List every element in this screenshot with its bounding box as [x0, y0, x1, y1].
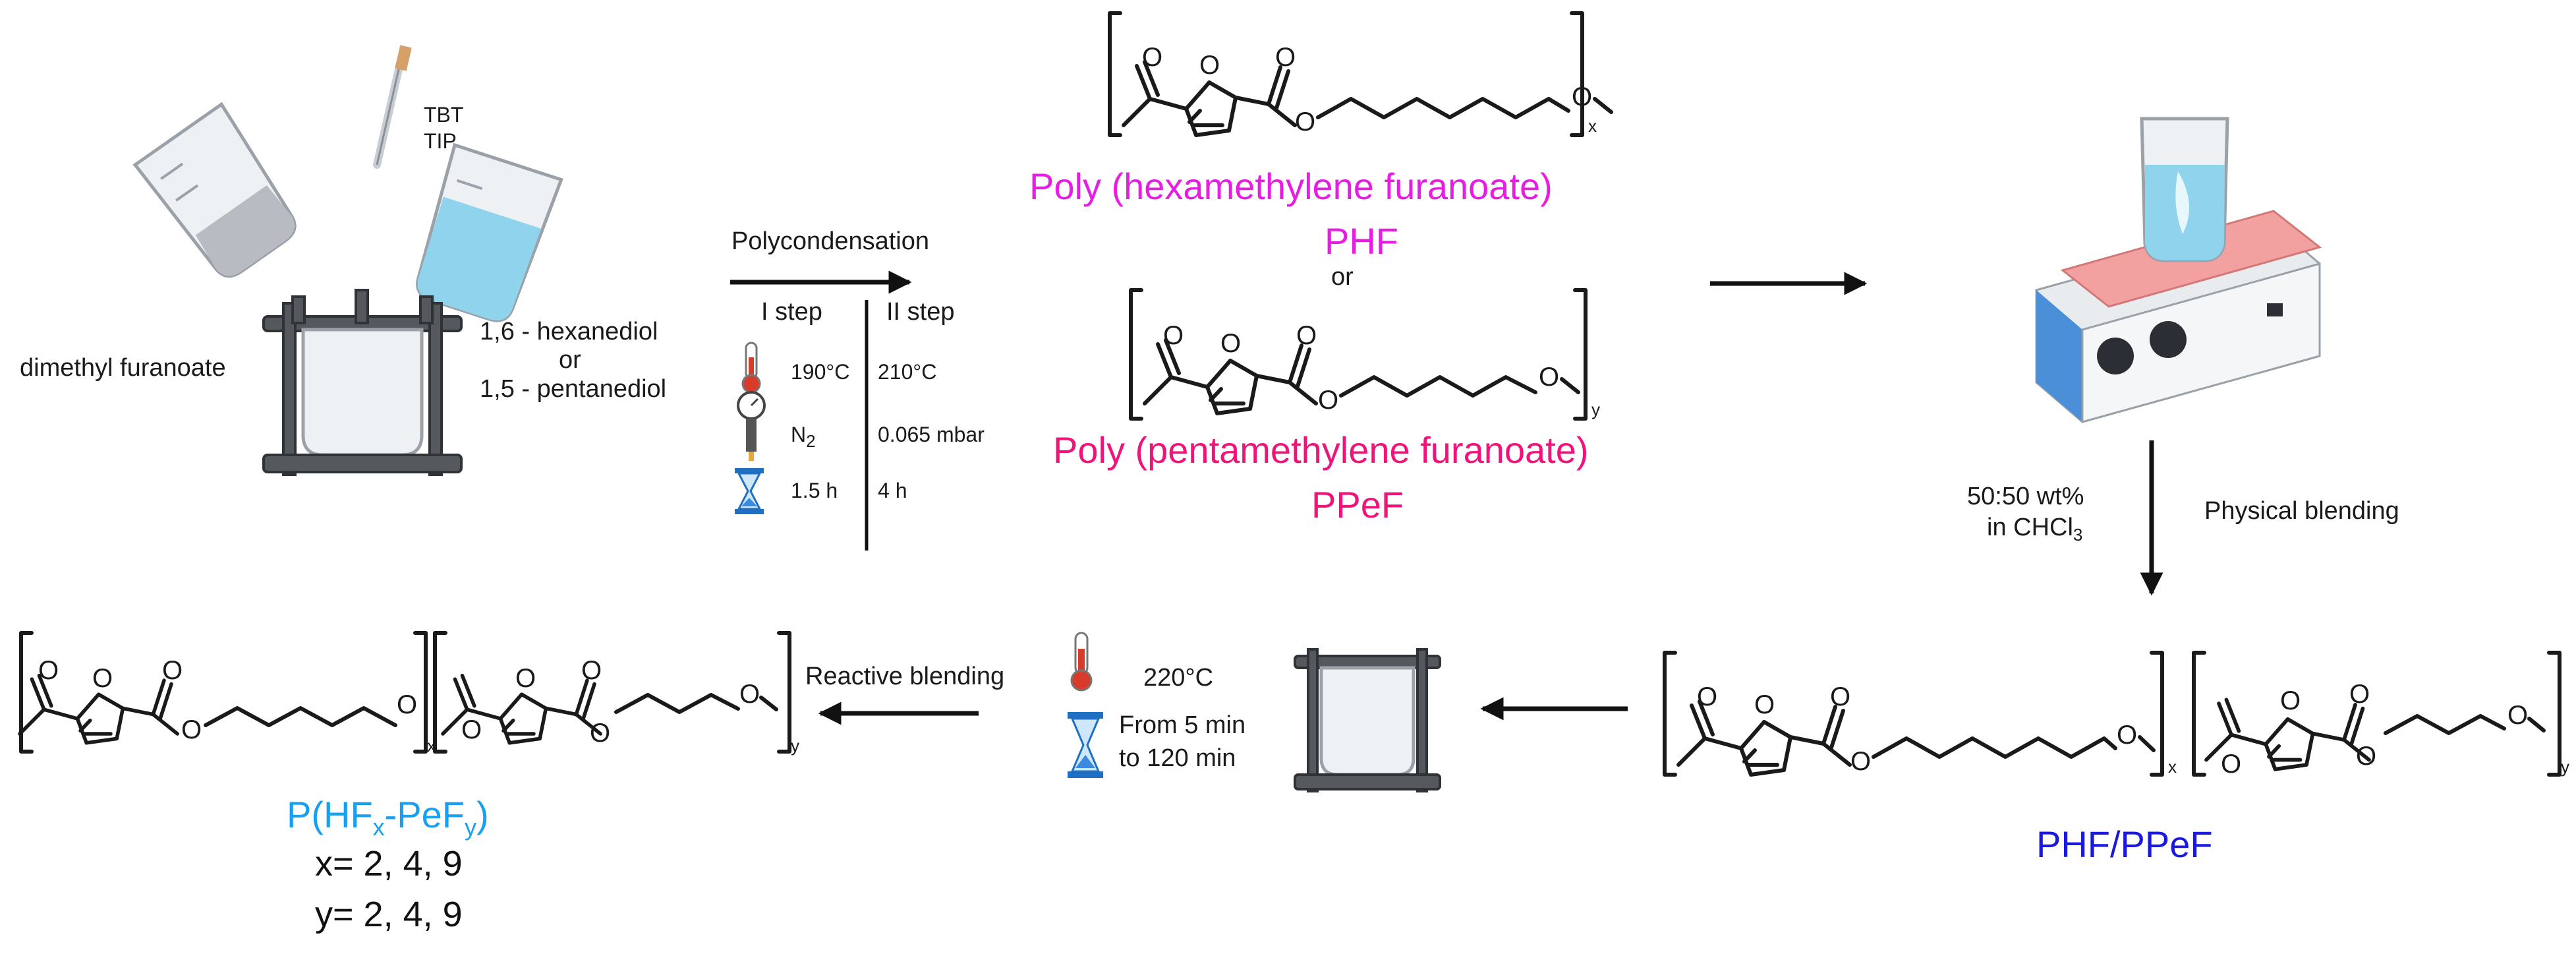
catalyst-tbt: TBT [424, 103, 463, 127]
pour-stream [422, 237, 461, 297]
reactive-time-b: to 120 min [1119, 744, 1236, 772]
svg-text:O: O [1295, 107, 1315, 136]
svg-text:y: y [791, 736, 799, 756]
ppef-name: Poly (pentamethylene furanoate) [1053, 429, 1589, 471]
pressure-gauge-icon [737, 391, 766, 461]
hourglass-icon [735, 468, 764, 514]
phf-structure: O O O O O x [1108, 11, 1613, 137]
copolymer-name: P(HFx-PeFy) [287, 794, 489, 841]
svg-text:O: O [2280, 686, 2301, 715]
beaker-right-icon [416, 142, 563, 322]
copolymer-structure: O O O O O x O O O O O y [20, 631, 799, 756]
blend-phf-structure: O O O O O x [1663, 651, 2177, 777]
thermometer2-icon [1070, 632, 1093, 692]
svg-text:x: x [1588, 116, 1597, 136]
press1-value: N2 [791, 423, 816, 451]
diol-a: 1,6 - hexanediol [480, 318, 658, 345]
blend-ppef-structure: O O O O O y [2192, 651, 2569, 779]
svg-text:O: O [162, 656, 183, 685]
svg-text:O: O [1220, 329, 1241, 358]
reactive-blending-label: Reactive blending [805, 663, 1004, 690]
svg-text:O: O [2356, 742, 2376, 771]
svg-text:O: O [1830, 682, 1850, 711]
svg-text:O: O [2349, 680, 2370, 709]
thermometer-icon [741, 342, 761, 394]
svg-text:O: O [181, 715, 202, 744]
blend-solvent: in CHCl3 [1987, 514, 2082, 545]
ppef-structure: O O O O O y [1129, 288, 1600, 421]
svg-text:y: y [2561, 757, 2569, 777]
svg-text:O: O [590, 719, 610, 748]
svg-text:O: O [1296, 321, 1317, 350]
phf-name: Poly (hexamethylene furanoate) [1029, 165, 1553, 207]
svg-text:O: O [1697, 682, 1717, 711]
svg-text:O: O [581, 656, 602, 685]
svg-text:x: x [2168, 757, 2177, 777]
blend-label: PHF/PPeF [2036, 823, 2213, 865]
conditions-title: Polycondensation [731, 227, 929, 255]
step2-label: II step [886, 298, 955, 326]
svg-text:O: O [1539, 363, 1559, 392]
hourglass2-icon [1068, 712, 1103, 778]
reactive-time-a: From 5 min [1119, 711, 1245, 739]
diol-or: or [559, 346, 581, 374]
temp2-value: 210°C [878, 360, 936, 384]
temp1-value: 190°C [791, 360, 849, 384]
svg-text:O: O [739, 680, 760, 709]
svg-text:O: O [2117, 721, 2137, 750]
pipette-icon [373, 45, 412, 169]
diol-b: 1,5 - pentanediol [480, 375, 666, 403]
svg-text:O: O [1199, 51, 1220, 80]
phf-abbr: PHF [1325, 220, 1398, 262]
step1-label: I step [761, 298, 822, 326]
svg-text:O: O [2507, 701, 2528, 730]
reagent-dmf: dimethyl furanoate [20, 354, 226, 382]
svg-text:O: O [461, 715, 482, 744]
reactive-temp: 220°C [1143, 664, 1213, 692]
blend-ratio: 50:50 wt% [1967, 483, 2084, 510]
svg-text:O: O [397, 690, 417, 719]
reactor2-icon [1294, 648, 1441, 792]
press2-value: 0.065 mbar [878, 423, 985, 446]
svg-text:O: O [1163, 321, 1184, 350]
copolymer-x-values: x= 2, 4, 9 [315, 844, 463, 883]
svg-text:O: O [1318, 386, 1338, 415]
ppef-abbr: PPeF [1311, 484, 1404, 525]
svg-text:O: O [38, 656, 59, 685]
svg-text:O: O [1275, 43, 1296, 72]
svg-text:O: O [1850, 747, 1871, 776]
time2-value: 4 h [878, 479, 907, 502]
beaker-left-icon [132, 102, 297, 278]
svg-text:O: O [1142, 43, 1162, 72]
catalyst-tip: TIP [424, 129, 457, 153]
or-label: or [1331, 263, 1354, 291]
physical-blending-label: Physical blending [2204, 497, 2399, 525]
hotplate-stirrer-icon [2035, 117, 2322, 423]
reactor-icon [262, 289, 463, 476]
time1-value: 1.5 h [791, 479, 838, 502]
svg-text:y: y [1591, 400, 1600, 419]
svg-text:O: O [92, 664, 113, 693]
svg-text:O: O [1754, 690, 1775, 719]
svg-text:O: O [2221, 750, 2241, 779]
copolymer-y-values: y= 2, 4, 9 [315, 895, 463, 934]
svg-text:O: O [515, 664, 536, 693]
